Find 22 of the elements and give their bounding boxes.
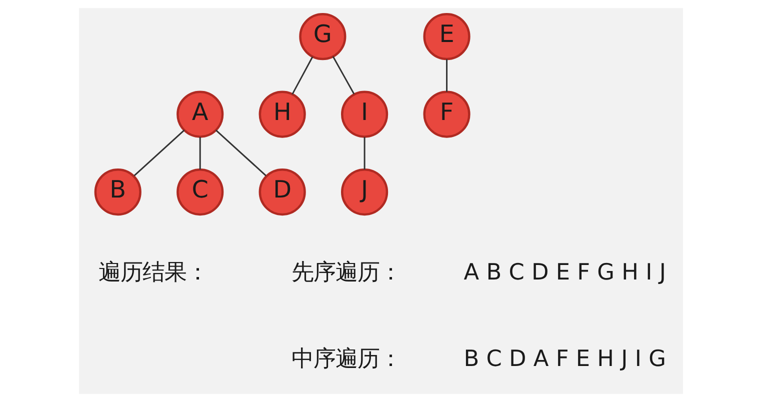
label: 先序遍历： <box>291 259 402 286</box>
node-circle: E <box>422 13 470 60</box>
node-circle: J <box>340 168 388 216</box>
label: 中序遍历： <box>291 346 402 372</box>
node-circle: C <box>176 168 224 216</box>
connector <box>291 56 313 95</box>
node-circle: B <box>94 168 141 216</box>
connector <box>214 130 266 176</box>
label: 遍历结果： <box>98 259 208 286</box>
node-circle: H <box>258 90 306 138</box>
node-circle: D <box>258 168 306 216</box>
connector <box>133 130 184 176</box>
node-circle: G <box>298 13 346 60</box>
node-circle: A <box>176 90 224 138</box>
label: B C D A F E H J I G <box>463 346 666 372</box>
connector <box>363 137 365 170</box>
connector <box>332 56 354 94</box>
connector <box>446 59 448 92</box>
label: A B C D E F G H I J <box>463 259 666 286</box>
connector <box>198 137 200 170</box>
node-circle: F <box>422 90 470 138</box>
node-circle: I <box>340 90 388 138</box>
